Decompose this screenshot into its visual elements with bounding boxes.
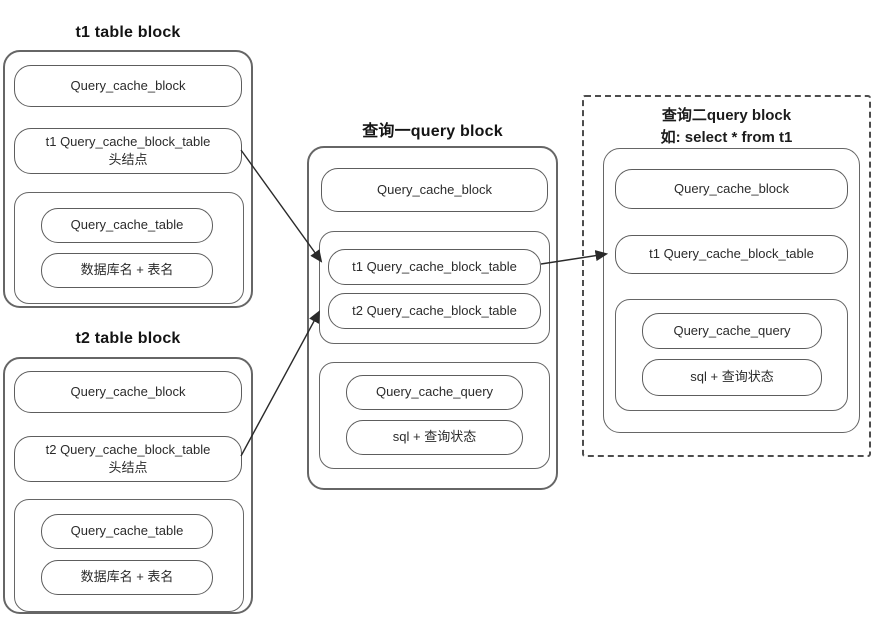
- query1-t1-ref-label: t1 Query_cache_block_table: [352, 258, 517, 274]
- query1-query-cache-block-label: Query_cache_block: [377, 181, 492, 197]
- query1-query-cache-block-node: Query_cache_block: [321, 168, 548, 212]
- t1-db-table-name-node: 数据库名 + 表名: [41, 253, 213, 288]
- t2-db-table-name-label: 数据库名 + 表名: [80, 569, 174, 585]
- query2-query-cache-block-node: Query_cache_block: [615, 169, 848, 209]
- query2-query-cache-query-label: Query_cache_query: [673, 322, 791, 338]
- query2-query-cache-query-node: Query_cache_query: [642, 313, 822, 349]
- query2-block: Query_cache_block t1 Query_cache_block_t…: [603, 148, 860, 433]
- query1-query-container: Query_cache_query sql + 查询状态: [319, 362, 550, 469]
- t1-db-table-name-label: 数据库名 + 表名: [80, 262, 174, 278]
- query1-sql-state-label: sql + 查询状态: [392, 429, 477, 445]
- t2-db-table-name-node: 数据库名 + 表名: [41, 560, 213, 595]
- t2-block-title: t2 table block: [75, 330, 181, 347]
- t1-query-cache-block-node: Query_cache_block: [14, 65, 242, 107]
- t1-head-node-line1: t1 Query_cache_block_table: [45, 133, 211, 149]
- t2-query-cache-block-node: Query_cache_block: [14, 371, 242, 413]
- query1-sql-state-node: sql + 查询状态: [346, 420, 523, 455]
- t2-query-cache-block-label: Query_cache_block: [70, 383, 186, 399]
- query2-block-title: 查询二query block: [661, 107, 792, 124]
- query2-query-cache-block-label: Query_cache_block: [674, 180, 789, 196]
- t1-table-inner-container: Query_cache_table 数据库名 + 表名: [14, 192, 244, 304]
- query2-block-subtitle: 如: select * from t1: [660, 129, 793, 146]
- t2-query-cache-table-label: Query_cache_table: [70, 523, 184, 539]
- t1-table-block: Query_cache_block t1 Query_cache_block_t…: [3, 50, 253, 308]
- query1-t2-ref-label: t2 Query_cache_block_table: [352, 302, 517, 318]
- query2-sql-state-node: sql + 查询状态: [642, 359, 822, 396]
- query1-block: Query_cache_block t1 Query_cache_block_t…: [307, 146, 558, 490]
- query2-t1-ref-node: t1 Query_cache_block_table: [615, 235, 848, 274]
- t2-head-node: t2 Query_cache_block_table 头结点: [14, 436, 242, 482]
- t1-head-node: t1 Query_cache_block_table 头结点: [14, 128, 242, 174]
- t1-head-node-line2: 头结点: [108, 152, 148, 167]
- t1-query-cache-table-label: Query_cache_table: [70, 217, 184, 233]
- t1-query-cache-table-node: Query_cache_table: [41, 208, 213, 243]
- query1-t2-ref-node: t2 Query_cache_block_table: [328, 293, 541, 329]
- query1-t1-ref-node: t1 Query_cache_block_table: [328, 249, 541, 285]
- query1-table-refs-container: t1 Query_cache_block_table t2 Query_cach…: [319, 231, 550, 344]
- query1-block-title: 查询一query block: [362, 123, 503, 140]
- t2-head-node-line1: t2 Query_cache_block_table: [45, 441, 211, 457]
- query1-query-cache-query-node: Query_cache_query: [346, 375, 523, 410]
- query2-t1-ref-label: t1 Query_cache_block_table: [649, 246, 814, 262]
- t2-table-block: Query_cache_block t2 Query_cache_block_t…: [3, 357, 253, 614]
- t2-table-inner-container: Query_cache_table 数据库名 + 表名: [14, 499, 244, 612]
- query2-sql-state-label: sql + 查询状态: [690, 369, 774, 385]
- t1-block-title: t1 table block: [75, 24, 181, 41]
- t2-head-node-line2: 头结点: [108, 460, 148, 475]
- query2-query-container: Query_cache_query sql + 查询状态: [615, 299, 848, 411]
- query1-query-cache-query-label: Query_cache_query: [375, 384, 494, 400]
- query2-block-dashed-frame: 查询二query block 如: select * from t1 Query…: [582, 95, 871, 457]
- t2-query-cache-table-node: Query_cache_table: [41, 514, 213, 549]
- t1-query-cache-block-label: Query_cache_block: [70, 77, 186, 93]
